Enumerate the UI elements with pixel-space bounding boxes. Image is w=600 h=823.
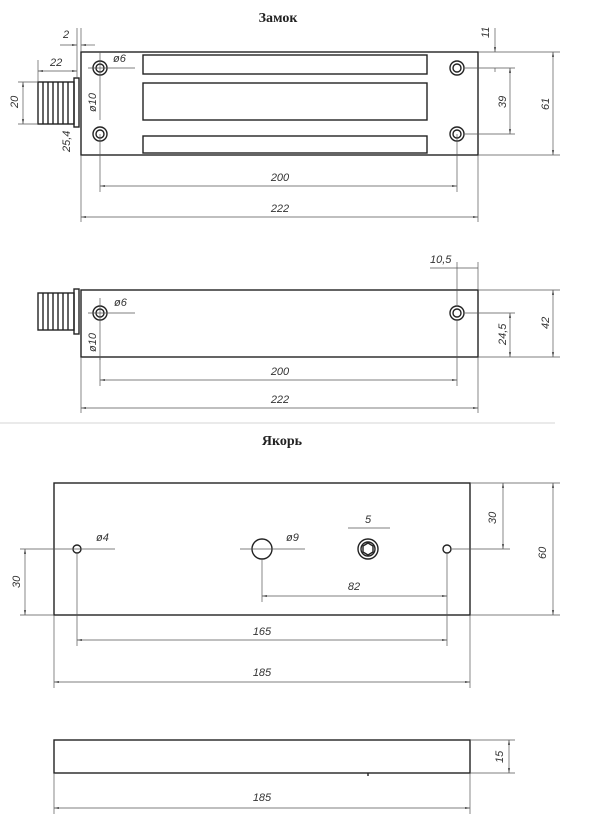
dim-222: 222	[270, 394, 289, 406]
anchor-title: Якорь	[262, 434, 303, 449]
dim-hole-d10: ø10	[87, 332, 99, 352]
lock-top-view: 2 22 20 25,4 ø6 ø10 11 39 61 200 222	[9, 27, 560, 222]
dim-20: 20	[9, 95, 21, 109]
dim-30-right: 30	[487, 511, 499, 524]
lock-title: Замок	[259, 11, 299, 26]
slot	[142, 135, 428, 154]
slot	[142, 82, 428, 121]
dim-25-4: 25,4	[61, 131, 73, 153]
dim-165: 165	[253, 626, 272, 638]
dim-42: 42	[540, 317, 552, 329]
hole	[442, 544, 452, 554]
dim-hole-d4: ø4	[96, 532, 109, 544]
dim-39: 39	[497, 96, 509, 108]
anchor-front-view: ø4 ø9 5 82 165 185 30 30 60	[11, 482, 560, 688]
lock-side-view: ø6 ø10 10,5 24,5 42 200 222	[37, 254, 560, 413]
dim-11: 11	[480, 27, 492, 38]
dim-60: 60	[537, 546, 549, 559]
dim-10-5: 10,5	[430, 254, 452, 266]
lock-body-side	[80, 289, 479, 358]
dim-200: 200	[270, 172, 290, 184]
dim-22: 22	[49, 57, 62, 69]
dim-hole-d10: ø10	[87, 92, 99, 112]
dim-hole-d6: ø6	[114, 297, 128, 309]
mounting-hole	[449, 305, 465, 321]
cable-gland	[37, 77, 80, 128]
dim-hole-d9: ø9	[286, 532, 299, 544]
anchor-side-view: 15 185	[53, 739, 515, 814]
dim-222: 222	[270, 203, 289, 215]
dim-hole-d6: ø6	[113, 53, 127, 65]
dim-5: 5	[365, 514, 372, 526]
dim-185: 185	[253, 792, 272, 804]
dim-185: 185	[253, 667, 272, 679]
lock-body	[80, 51, 479, 156]
slot	[142, 54, 428, 75]
anchor-plate-side	[53, 739, 471, 774]
dim-2: 2	[62, 29, 69, 41]
dim-24-5: 24,5	[497, 323, 509, 346]
mounting-hole	[449, 60, 465, 76]
dim-15: 15	[494, 750, 506, 763]
dim-200: 200	[270, 366, 290, 378]
hex-bolt	[357, 538, 379, 560]
dim-82: 82	[348, 581, 360, 593]
dim-30-left: 30	[11, 575, 23, 588]
dim-61: 61	[540, 98, 552, 110]
cable-gland	[37, 288, 80, 335]
